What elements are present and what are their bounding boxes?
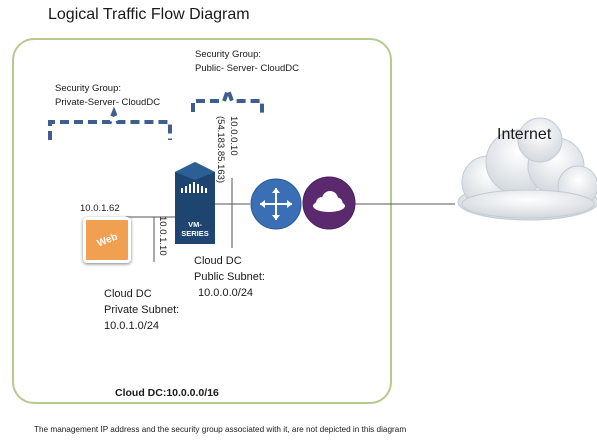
internet-label: Internet <box>497 126 552 143</box>
cloud-dc-boundary <box>12 38 392 404</box>
web-server: Web <box>83 217 131 263</box>
internet-gateway-icon <box>302 176 356 230</box>
private-interface-ip: 10.0.1.10 <box>157 216 168 256</box>
firewall-label-line2: SERIES <box>181 229 209 238</box>
internet-cloud <box>457 117 597 221</box>
cloud-icon <box>313 191 345 212</box>
firewall-label-line1: VM- <box>188 220 202 229</box>
public-subnet-label: Cloud DC Public Subnet: 10.0.0.0/24 <box>194 255 265 299</box>
footnote: The management IP address and the securi… <box>34 425 407 434</box>
web-ip-label: 10.0.1.62 <box>80 203 120 214</box>
cloud-dc-cidr-label: Cloud DC:10.0.0.0/16 <box>115 387 219 399</box>
public-security-group-label: Security Group: Public- Server- CloudDC <box>195 49 300 74</box>
private-security-group-label: Security Group: Private-Server- CloudDC <box>55 83 161 108</box>
vm-series-firewall: VM- SERIES <box>175 162 215 244</box>
private-security-group-bracket <box>48 106 172 140</box>
diagram-title: Logical Traffic Flow Diagram <box>48 6 250 23</box>
signal-bars-icon <box>181 182 207 193</box>
private-subnet-label: Cloud DC Private Subnet: 10.0.1.0/24 <box>104 288 180 332</box>
public-security-group-bracket <box>191 84 264 114</box>
router-icon <box>250 178 302 230</box>
